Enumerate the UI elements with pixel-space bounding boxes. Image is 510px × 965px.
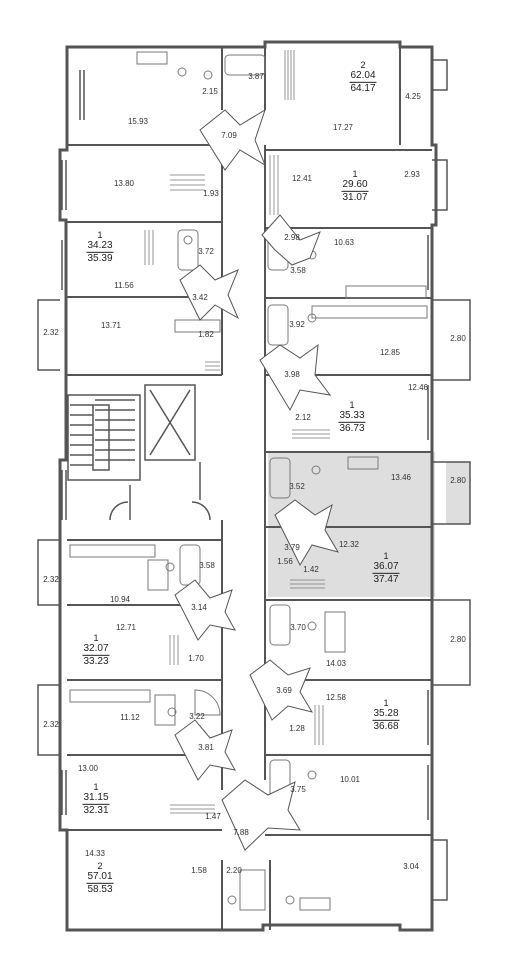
room-area-label: 12.85 <box>379 348 401 357</box>
outer-wall <box>58 40 438 932</box>
room-area-label: 12.46 <box>407 383 429 392</box>
room-area-label: 1.70 <box>188 654 204 663</box>
room-area-label: 13.80 <box>113 179 135 188</box>
room-area-label: 1.58 <box>191 866 207 875</box>
room-area-label: 13.46 <box>390 473 412 482</box>
room-area-label: 12.58 <box>325 693 347 702</box>
room-area-label: 2.20 <box>226 866 242 875</box>
room-area-label: 3.22 <box>189 712 205 721</box>
room-area-label: 1.28 <box>289 724 305 733</box>
room-area-label: 1.82 <box>198 330 214 339</box>
room-area-label: 2.80 <box>450 635 466 644</box>
room-area-label: 17.27 <box>332 123 354 132</box>
room-area-label: 2.98 <box>284 233 300 242</box>
room-area-label: 3.14 <box>191 603 207 612</box>
room-area-label: 10.63 <box>333 238 355 247</box>
room-area-label: 2.93 <box>404 170 420 179</box>
room-area-label: 12.71 <box>115 623 137 632</box>
room-area-label: 7.09 <box>221 131 237 140</box>
room-area-label: 3.75 <box>290 785 306 794</box>
room-area-label: 1.42 <box>303 565 319 574</box>
room-area-label: 3.70 <box>290 623 306 632</box>
room-area-label: 3.98 <box>284 370 300 379</box>
room-area-label: 3.04 <box>403 862 419 871</box>
room-area-label: 3.87 <box>248 72 264 81</box>
room-area-label: 14.33 <box>84 849 106 858</box>
room-area-label: 3.69 <box>276 686 292 695</box>
room-area-label: 13.71 <box>100 321 122 330</box>
room-area-label: 3.92 <box>289 320 305 329</box>
room-area-label: 2.32 <box>43 328 59 337</box>
room-area-label: 15.93 <box>127 117 149 126</box>
room-area-label: 3.58 <box>199 561 215 570</box>
room-area-label: 3.58 <box>290 266 306 275</box>
room-area-label: 12.32 <box>338 540 360 549</box>
room-area-label: 3.81 <box>198 743 214 752</box>
room-area-label: 3.42 <box>192 293 208 302</box>
room-area-label: 10.01 <box>339 775 361 784</box>
room-area-label: 3.79 <box>284 543 300 552</box>
room-area-label: 1.47 <box>205 812 221 821</box>
room-area-label: 2.32 <box>43 575 59 584</box>
room-area-label: 2.80 <box>450 476 466 485</box>
room-area-label: 2.32 <box>43 720 59 729</box>
room-area-label: 2.15 <box>202 87 218 96</box>
room-area-label: 3.52 <box>289 482 305 491</box>
room-area-label: 3.72 <box>198 247 214 256</box>
room-area-label: 7.88 <box>233 828 249 837</box>
room-area-label: 11.56 <box>114 281 134 290</box>
room-area-label: 2.80 <box>450 334 466 343</box>
room-area-label: 1.56 <box>277 557 293 566</box>
highlighted-loggia <box>446 462 470 524</box>
room-area-label: 10.94 <box>109 595 131 604</box>
room-area-label: 14.03 <box>325 659 347 668</box>
room-area-label: 11.12 <box>120 713 140 722</box>
room-area-label: 12.41 <box>291 174 313 183</box>
room-area-label: 13.00 <box>77 764 99 773</box>
room-area-label: 1.93 <box>203 189 219 198</box>
room-area-label: 4.25 <box>405 92 421 101</box>
room-area-label: 2.12 <box>295 413 311 422</box>
